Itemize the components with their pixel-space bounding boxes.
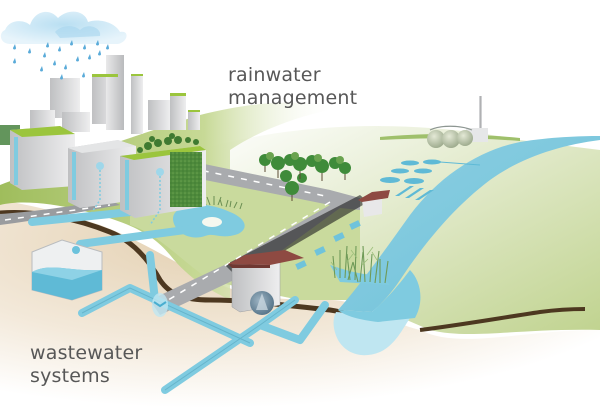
label-line: management — [228, 87, 358, 109]
road-dashes — [4, 167, 331, 306]
treatment-plant — [427, 96, 488, 148]
green-wall — [170, 152, 202, 207]
downspout-icon — [96, 162, 104, 170]
label-line: systems — [30, 365, 110, 387]
pump-station — [228, 250, 304, 315]
raindrops — [13, 40, 109, 80]
river-body — [338, 270, 421, 322]
rain-cloud — [0, 11, 127, 44]
wastewater-systems-label: wastewater systems — [30, 342, 142, 388]
rainwater-management-label: rainwater management — [228, 64, 357, 110]
storage-tank — [31, 239, 103, 301]
soil-edge-right — [419, 307, 586, 332]
reed-bed — [330, 245, 390, 285]
building-green-wall — [120, 133, 206, 226]
river — [338, 136, 600, 312]
label-line: rainwater — [228, 64, 321, 86]
seepage-chevron — [153, 301, 167, 308]
roof-garden — [137, 133, 199, 153]
flow-dashes — [295, 220, 361, 270]
pond-island — [202, 217, 222, 227]
building-2 — [68, 140, 136, 213]
road-main — [150, 160, 360, 315]
trees — [259, 152, 351, 201]
outfall-house — [358, 190, 390, 217]
building-1 — [10, 126, 75, 190]
settling-tanks — [380, 159, 481, 200]
label-line: wastewater — [30, 342, 143, 364]
pipe-outlines — [81, 287, 296, 391]
river-section — [333, 312, 410, 356]
downspout-icon — [156, 168, 164, 176]
